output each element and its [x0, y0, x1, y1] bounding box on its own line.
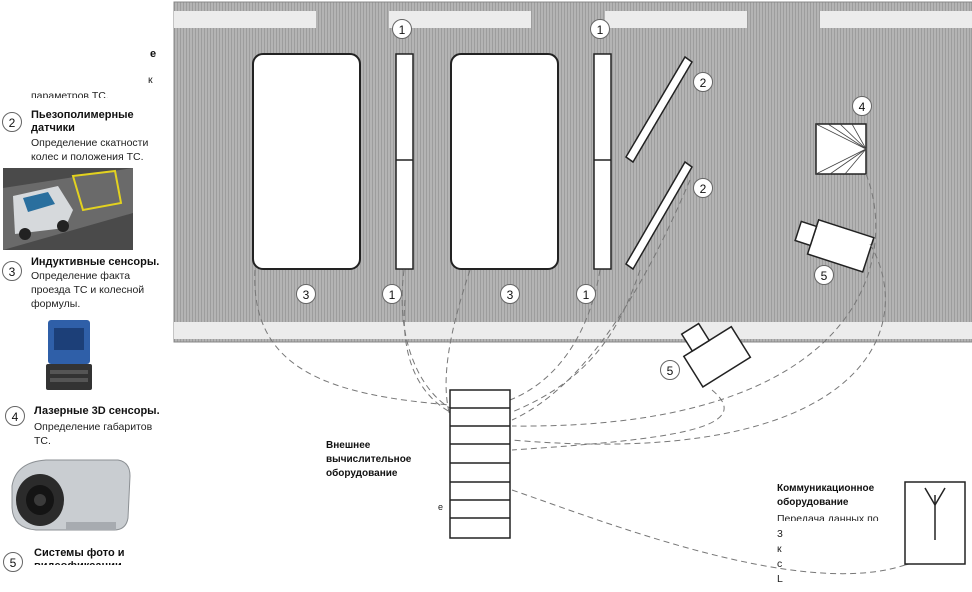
marker-5: 5 — [660, 360, 680, 380]
legend-1-desc-line2: параметров ТС. — [31, 90, 109, 98]
marker-2: 2 — [693, 72, 713, 92]
legend-3-number: 3 — [2, 261, 22, 281]
camera-icon — [680, 322, 752, 388]
computing-label: Внешнее вычислительное оборудование — [326, 440, 412, 479]
lane-mark — [389, 11, 531, 28]
comm-label: Коммуникационное оборудование — [777, 483, 875, 508]
marker-1: 1 — [382, 284, 402, 304]
legend-2-desc: Определение скатности колес и положения … — [31, 137, 149, 163]
piezo-sensor-photo — [3, 168, 133, 250]
laser-sensor-photo — [38, 314, 98, 398]
legend-2-title: Пьезополимерные датчики — [31, 109, 134, 134]
legend-2-number: 2 — [2, 112, 22, 132]
legend-5-number: 5 — [3, 552, 23, 572]
marker-1: 1 — [576, 284, 596, 304]
laser-sensor — [815, 123, 867, 175]
lane-mark — [174, 11, 316, 28]
legend-4-title: Лазерные 3D сенсоры. — [34, 405, 160, 417]
inductive-loop — [252, 53, 361, 270]
comm-frag: 3 — [777, 528, 783, 540]
cable — [254, 173, 943, 575]
legend-3-title: Индуктивные сенсоры. — [31, 256, 160, 268]
legend-5-title: Системы фото и видеофиксации — [34, 547, 125, 565]
marker-4: 4 — [852, 96, 872, 116]
legend-3-desc: Определение факта проезда ТС и колесной … — [31, 270, 145, 310]
legend-4-desc: Определение габаритов ТС. — [34, 421, 153, 447]
marker-1: 1 — [392, 19, 412, 39]
legend-1-desc-fragment: к — [148, 74, 153, 86]
marker-2: 2 — [693, 178, 713, 198]
marker-1: 1 — [590, 19, 610, 39]
lane-mark — [605, 11, 747, 28]
marker-3: 3 — [500, 284, 520, 304]
wim-sensor — [395, 53, 414, 270]
wim-sensor — [593, 53, 612, 270]
piezo-sensor — [625, 55, 693, 164]
antenna-icon — [904, 481, 966, 565]
comm-frag: с — [777, 558, 783, 570]
road-edge-stripe — [174, 322, 972, 339]
lane-mark — [820, 11, 972, 28]
comm-desc: Передача данных по — [777, 513, 879, 521]
piezo-sensor — [625, 160, 693, 271]
marker-5: 5 — [814, 265, 834, 285]
computing-side-mark: e — [438, 502, 444, 512]
legend-1-title-fragment: е — [150, 48, 157, 60]
comm-frag: к — [777, 543, 782, 555]
comm-frag: L — [777, 573, 783, 585]
legend-4-number: 4 — [5, 406, 25, 426]
marker-3: 3 — [296, 284, 316, 304]
server-rack — [449, 389, 511, 539]
camera-photo — [6, 456, 134, 540]
camera-icon — [794, 218, 875, 273]
inductive-loop — [450, 53, 559, 270]
